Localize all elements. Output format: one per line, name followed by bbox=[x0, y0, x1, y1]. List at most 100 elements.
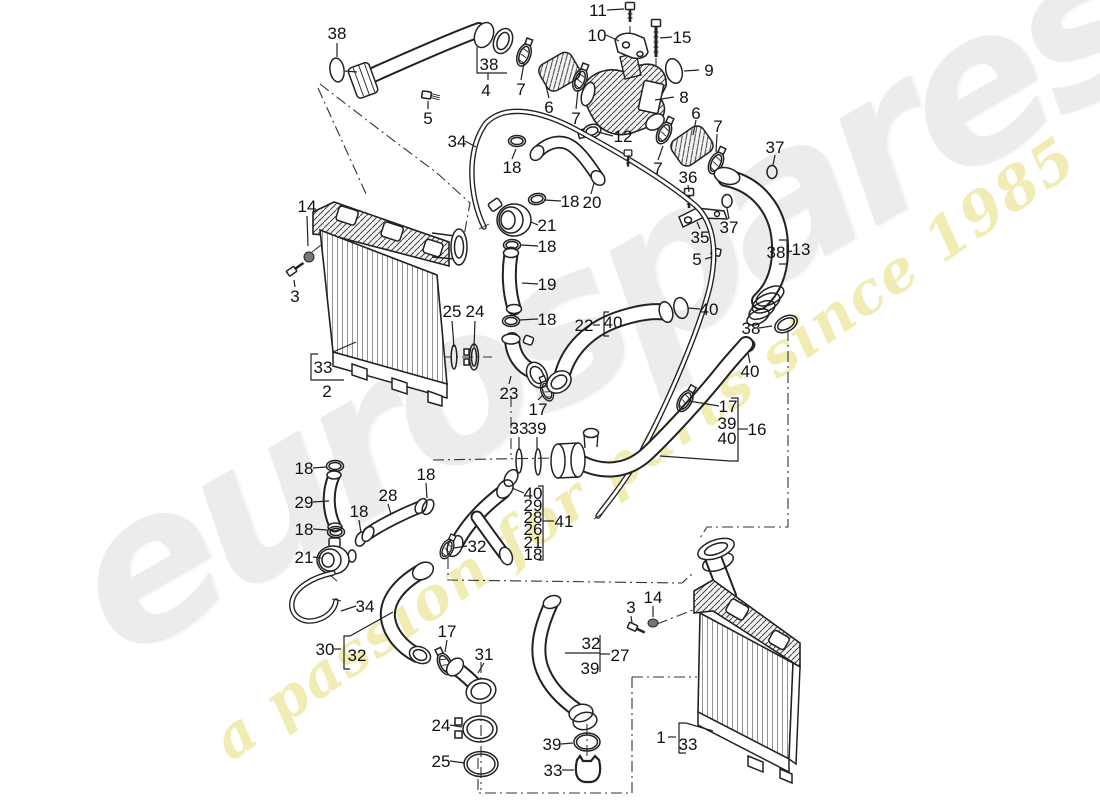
part-number-label: 3 bbox=[290, 287, 299, 306]
part-number-label: 24 bbox=[432, 716, 451, 735]
leader-line bbox=[560, 742, 574, 745]
construction-line bbox=[699, 330, 789, 539]
part-number-label: 35 bbox=[691, 228, 710, 247]
part-number-label: 40 bbox=[604, 313, 623, 332]
seal-ring-18e bbox=[421, 498, 435, 516]
part-number-label: 33 bbox=[679, 735, 698, 754]
manifold-8 bbox=[580, 52, 667, 136]
part-number-label: 34 bbox=[448, 132, 467, 151]
leader-line bbox=[344, 70, 358, 73]
screw-11 bbox=[624, 1, 636, 24]
part-number-label: 41 bbox=[555, 512, 574, 531]
part-number-label: 34 bbox=[356, 597, 375, 616]
leader-line bbox=[477, 662, 485, 674]
leader-line bbox=[605, 34, 620, 42]
leader-line bbox=[687, 307, 701, 310]
seal-ring-40a bbox=[673, 296, 689, 320]
part-number-label: 17 bbox=[438, 622, 457, 641]
leader-line bbox=[425, 482, 428, 499]
leader-line bbox=[772, 154, 776, 166]
leader-line bbox=[358, 519, 362, 534]
part-number-label: 38 bbox=[328, 24, 347, 43]
hose-29 bbox=[322, 469, 343, 533]
part-number-label: 15 bbox=[673, 28, 692, 47]
seal-ring-9 bbox=[664, 57, 684, 85]
part-number-label: 11 bbox=[589, 1, 607, 20]
part-number-label: 14 bbox=[644, 588, 663, 607]
bolt-15 bbox=[650, 18, 662, 59]
leader-line bbox=[543, 199, 562, 202]
part-number-label: 37 bbox=[720, 218, 739, 237]
leader-line bbox=[464, 140, 477, 148]
part-number-label: 28 bbox=[379, 486, 398, 505]
leader-line bbox=[659, 455, 731, 462]
seal-ring-40c bbox=[503, 468, 519, 488]
leader-line bbox=[312, 556, 322, 559]
leader-line bbox=[449, 760, 466, 764]
part-number-label: 32 bbox=[582, 634, 601, 653]
part-number-label: 38 bbox=[742, 319, 761, 338]
part-number-label: 27 bbox=[611, 646, 630, 665]
part-number-label: 8 bbox=[679, 88, 688, 107]
part-number-label: 18 bbox=[417, 465, 436, 484]
part-number-label: 4 bbox=[481, 81, 490, 100]
part-number-label: 38 bbox=[480, 55, 499, 74]
leader-line bbox=[310, 353, 344, 381]
seal-ring-39b bbox=[573, 732, 601, 752]
leader-line bbox=[575, 89, 579, 110]
part-number-label: 19 bbox=[538, 275, 557, 294]
part-number-label: 5 bbox=[692, 250, 701, 269]
hose-4 bbox=[347, 21, 514, 99]
leader-line bbox=[545, 85, 550, 99]
part-number-label: 7 bbox=[571, 109, 580, 128]
leader-line bbox=[538, 485, 544, 561]
gasket-25a bbox=[450, 344, 458, 370]
leader-line bbox=[654, 96, 675, 101]
part-number-label: 40 bbox=[700, 300, 719, 319]
leader-lines-layer bbox=[293, 8, 793, 771]
part-number-label: 39 bbox=[543, 735, 562, 754]
construction-line bbox=[319, 83, 471, 237]
part-number-label: 33 bbox=[544, 761, 563, 780]
leader-line bbox=[340, 605, 357, 612]
part-number-label: 39 bbox=[581, 659, 600, 678]
part-number-label: 18 bbox=[561, 192, 580, 211]
part-number-label: 5 bbox=[423, 109, 432, 128]
part-number-label: 33 bbox=[314, 358, 333, 377]
part-number-label: 36 bbox=[679, 168, 698, 187]
construction-line bbox=[447, 558, 693, 584]
part-number-label: 18 bbox=[295, 459, 314, 478]
part-number-label: 31 bbox=[475, 645, 494, 664]
leader-line bbox=[678, 722, 686, 754]
seal-ring-38c bbox=[774, 314, 798, 334]
valve-21a bbox=[487, 197, 532, 237]
bracket-10 bbox=[614, 32, 649, 60]
clamp-24b bbox=[454, 715, 498, 743]
seal-ring-18f bbox=[501, 314, 521, 328]
part-number-label: 29 bbox=[524, 496, 543, 515]
leader-line bbox=[659, 36, 673, 39]
part-number-label: 17 bbox=[719, 397, 738, 416]
part-number-label: 21 bbox=[524, 533, 543, 552]
plug-14b bbox=[647, 618, 659, 628]
screw-5a bbox=[420, 90, 442, 102]
elbow-23 bbox=[501, 332, 549, 389]
part-number-label: 16 bbox=[748, 420, 767, 439]
part-number-label: 9 bbox=[704, 61, 713, 80]
leader-line bbox=[293, 279, 296, 288]
part-number-label: 40 bbox=[718, 429, 737, 448]
leader-line bbox=[715, 133, 718, 153]
part-number-label: 33 bbox=[510, 419, 529, 438]
part-number-label: 38 bbox=[767, 243, 786, 262]
leader-line bbox=[312, 528, 328, 531]
hose-22 bbox=[546, 300, 674, 394]
leader-line bbox=[590, 182, 595, 195]
part-number-label: 20 bbox=[583, 193, 602, 212]
leader-line bbox=[518, 318, 539, 321]
part-number-label: 6 bbox=[691, 104, 700, 123]
leader-line bbox=[453, 545, 468, 549]
part-number-label: 39 bbox=[718, 414, 737, 433]
part-number-label: 18 bbox=[350, 502, 369, 521]
part-number-label: 7 bbox=[516, 80, 525, 99]
